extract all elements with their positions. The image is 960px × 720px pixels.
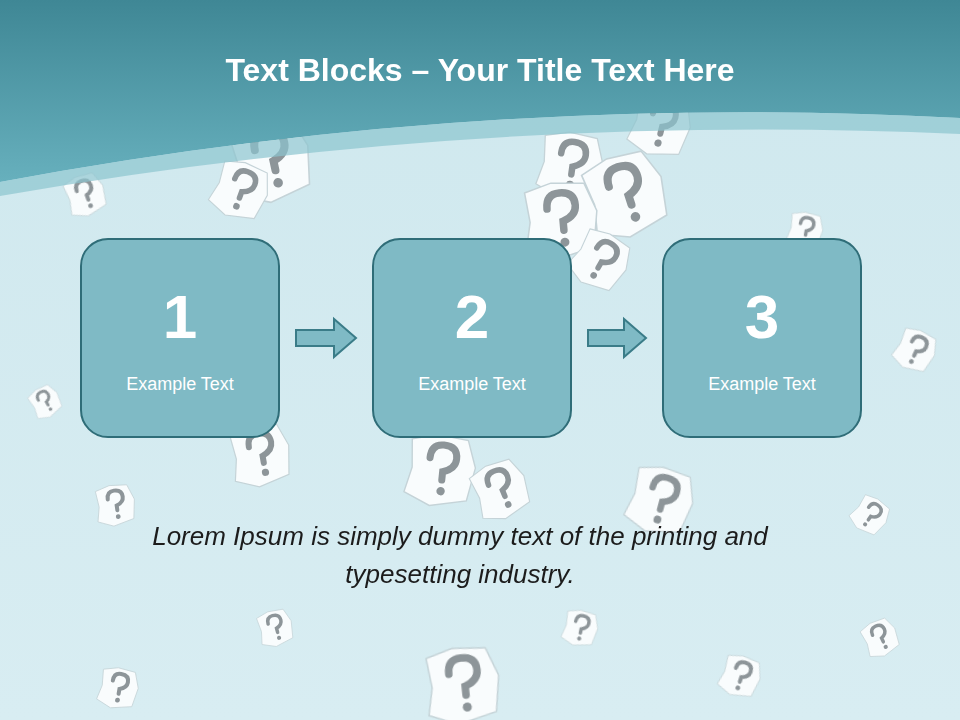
caption-text: Lorem Ipsum is simply dummy text of the … — [140, 518, 780, 593]
step-box: 2Example Text — [372, 238, 572, 438]
step-box: 1Example Text — [80, 238, 280, 438]
step-label: Example Text — [708, 374, 816, 396]
step-box: 3Example Text — [662, 238, 862, 438]
block-arrow — [296, 319, 356, 357]
block-arrow — [588, 319, 646, 357]
step-label: Example Text — [126, 374, 234, 396]
step-label: Example Text — [418, 374, 526, 396]
step-number: 1 — [163, 286, 197, 348]
step-number: 3 — [745, 286, 779, 348]
slide-title: Text Blocks – Your Title Text Here — [40, 52, 920, 89]
step-number: 2 — [455, 286, 489, 348]
